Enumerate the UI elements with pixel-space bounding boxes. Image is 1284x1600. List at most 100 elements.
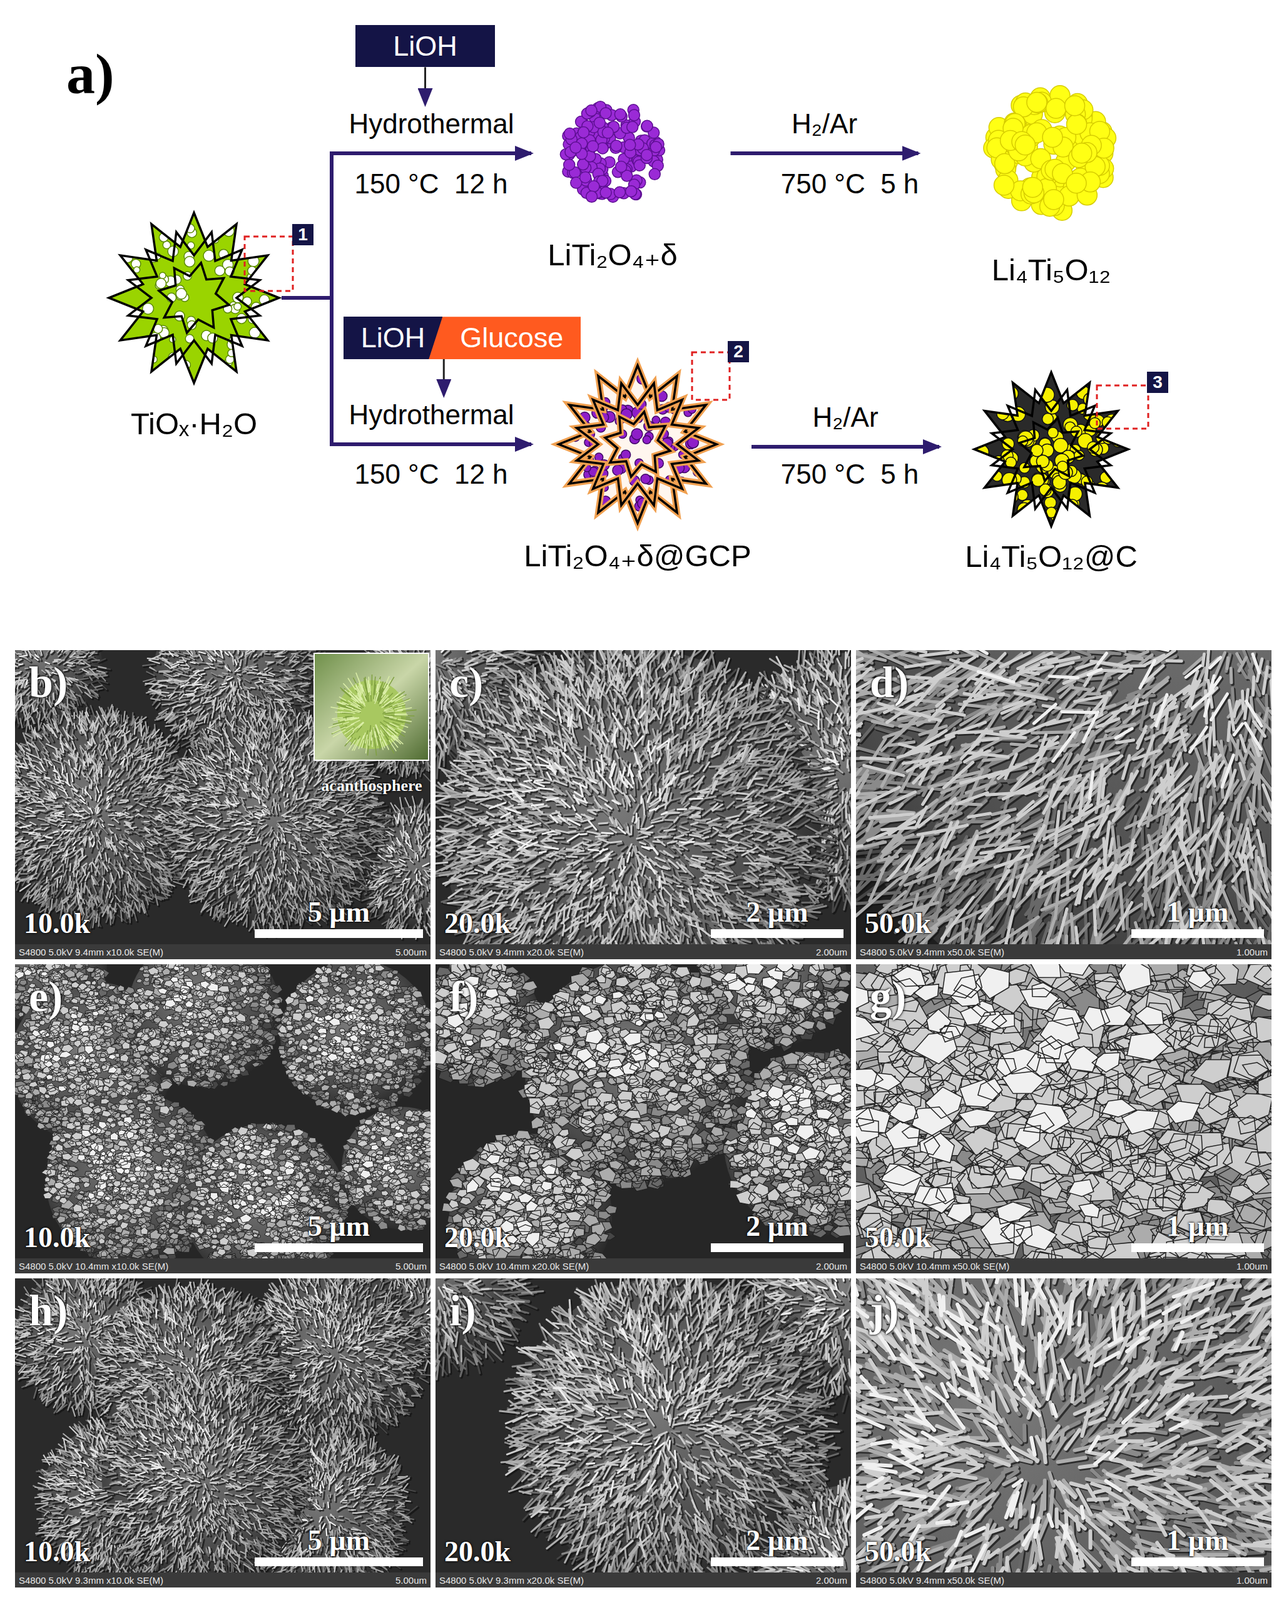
particle-dot bbox=[641, 120, 653, 133]
surface-texture bbox=[499, 1278, 840, 1588]
surface-texture bbox=[95, 1372, 290, 1570]
particle-dot bbox=[628, 109, 640, 121]
info-bar bbox=[856, 944, 1272, 960]
panel-letter: f) bbox=[449, 971, 479, 1022]
surface-texture bbox=[743, 1083, 845, 1160]
surface-texture bbox=[31, 1011, 118, 1092]
surface-texture bbox=[41, 1090, 192, 1245]
scale-label: 1 µm bbox=[1166, 1209, 1229, 1243]
particle-dot bbox=[564, 128, 576, 140]
panel-letter: h) bbox=[28, 1285, 68, 1336]
particle-dot bbox=[996, 397, 1008, 409]
surface-texture bbox=[169, 650, 261, 695]
scale-label: 1 µm bbox=[1166, 1523, 1229, 1557]
particle-dot bbox=[612, 464, 624, 476]
star-fill bbox=[108, 212, 280, 383]
surface-texture bbox=[856, 1278, 1272, 1588]
shape-outline bbox=[971, 369, 1131, 529]
instrument-info: S4800 5.0kV 9.4mm x10.0k SE(M) bbox=[18, 946, 164, 958]
scale-bar bbox=[1131, 929, 1264, 938]
panel-letter: d) bbox=[869, 657, 909, 708]
instrument-info: S4800 5.0kV 10.4mm x10.0k SE(M) bbox=[18, 1260, 169, 1272]
magnification: 20.0k bbox=[444, 1220, 511, 1254]
burr-spines bbox=[328, 672, 412, 754]
particle-dot bbox=[1042, 413, 1054, 425]
compound-label: TiOₓ·H₂O bbox=[130, 406, 258, 442]
particle-dot bbox=[234, 302, 242, 311]
info-bar bbox=[856, 1572, 1272, 1588]
field-width: 1.00um bbox=[1236, 1260, 1268, 1272]
composite-star: LiTi₂O₄₊δ@GCP bbox=[556, 362, 719, 526]
surface-texture bbox=[505, 1278, 798, 1561]
particle-dot bbox=[1030, 444, 1044, 457]
particle-dot bbox=[624, 139, 636, 151]
sem-panel bbox=[435, 650, 851, 960]
sem-panel bbox=[856, 650, 1272, 960]
particle-dot bbox=[626, 121, 639, 133]
particle-dot bbox=[615, 160, 627, 173]
particle-dot bbox=[579, 171, 591, 183]
surface-texture bbox=[552, 991, 665, 1078]
star-outline bbox=[991, 389, 1111, 509]
magnification: 50.0k bbox=[864, 1534, 932, 1569]
reaction-arrow bbox=[751, 444, 940, 449]
sem-panel bbox=[435, 964, 851, 1274]
particle-dot bbox=[613, 186, 626, 198]
particle-dot bbox=[264, 306, 273, 316]
particle-dot bbox=[588, 180, 600, 193]
particle-dot bbox=[586, 140, 599, 153]
info-bar bbox=[15, 1258, 431, 1274]
instrument-info: S4800 5.0kV 10.4mm x20.0k SE(M) bbox=[439, 1260, 589, 1272]
star-outline bbox=[576, 383, 699, 506]
star-outline bbox=[158, 262, 230, 333]
panel-letter: j) bbox=[869, 1285, 900, 1336]
callout-number: 2 bbox=[727, 341, 749, 363]
surface-texture bbox=[856, 650, 1272, 960]
star-rim bbox=[576, 383, 699, 506]
panel-letter: g) bbox=[869, 971, 907, 1022]
panel-letter: b) bbox=[28, 657, 68, 708]
particle-dot bbox=[600, 187, 612, 199]
microsphere bbox=[856, 964, 1272, 1274]
edge-label: Hydrothermal bbox=[348, 108, 514, 140]
particle-dot bbox=[994, 175, 1015, 196]
surface-texture bbox=[277, 964, 431, 1116]
particle-dot bbox=[641, 120, 653, 132]
surface-texture bbox=[93, 1372, 315, 1589]
particle-dot bbox=[1026, 91, 1047, 113]
panel-letter: i) bbox=[449, 1285, 477, 1336]
reagent-label: LiOH bbox=[361, 321, 426, 355]
callout-number: 3 bbox=[1146, 371, 1169, 393]
compound-label: Li₄Ti₅O₁₂ bbox=[991, 252, 1112, 288]
surface-texture bbox=[93, 1372, 313, 1588]
field-width: 2.00um bbox=[815, 1260, 848, 1272]
particle-dot bbox=[184, 256, 196, 268]
edge-label: H₂/Ar bbox=[812, 401, 878, 434]
particle-dot bbox=[142, 302, 154, 315]
scale-bar bbox=[710, 929, 844, 938]
particle-dot bbox=[175, 288, 187, 300]
shape-outline bbox=[556, 362, 719, 526]
scale-label: 5 µm bbox=[307, 1523, 370, 1557]
panel-letter: e) bbox=[28, 971, 63, 1022]
scale-bar bbox=[710, 1557, 844, 1567]
info-bar bbox=[15, 944, 431, 960]
shape-outline bbox=[556, 96, 669, 210]
field-width: 5.00um bbox=[395, 1574, 427, 1586]
particle-dot bbox=[1064, 95, 1086, 116]
particle-dot bbox=[159, 272, 166, 279]
reagent-arrow bbox=[443, 359, 445, 396]
surface-texture bbox=[856, 964, 1213, 1251]
surface-texture bbox=[966, 650, 1262, 799]
composite-star: Li₄Ti₅O₁₂@C bbox=[971, 369, 1131, 529]
callout-number: 1 bbox=[292, 224, 314, 246]
surface-texture bbox=[359, 1125, 413, 1179]
surface-texture bbox=[435, 650, 790, 960]
particle-dots bbox=[122, 224, 274, 370]
field-width: 5.00um bbox=[395, 1260, 427, 1272]
particle-dot bbox=[586, 190, 598, 203]
magnification: 50.0k bbox=[864, 906, 932, 940]
surface-texture bbox=[436, 1280, 532, 1364]
